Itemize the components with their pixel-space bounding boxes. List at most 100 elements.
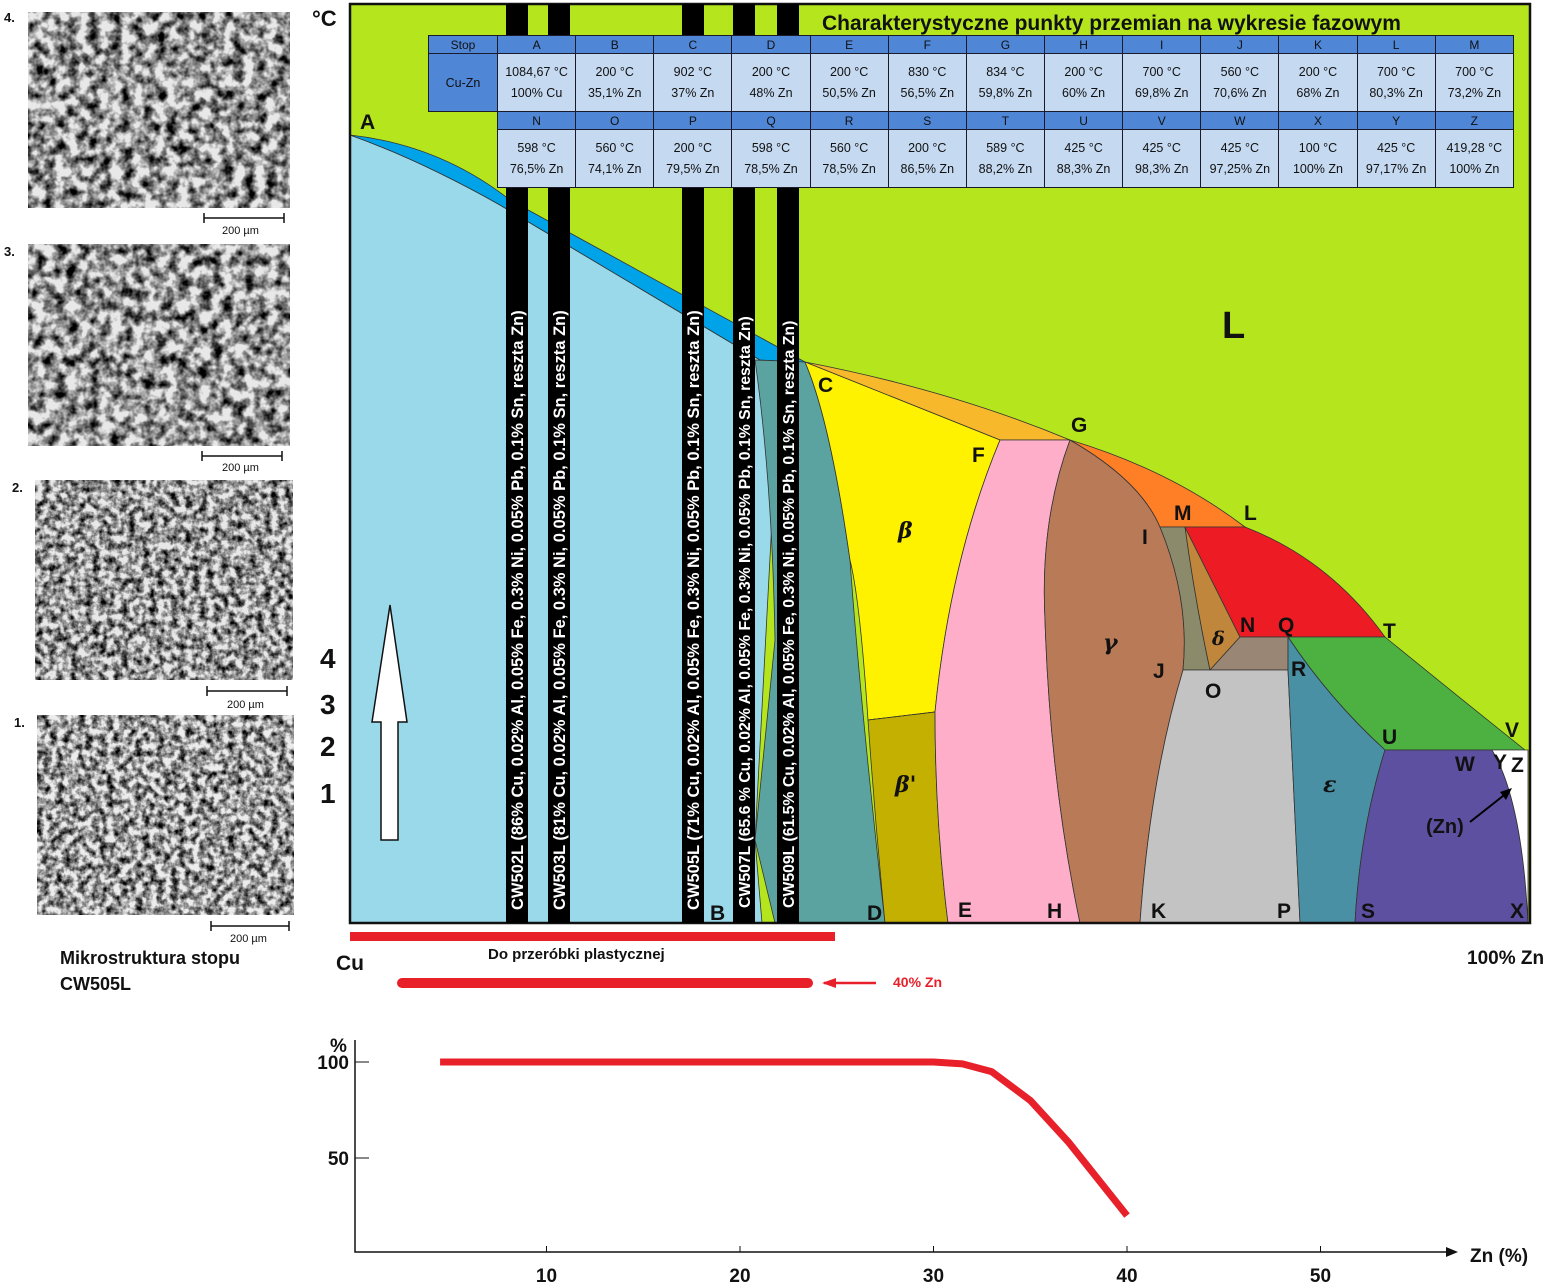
table-point-header: Z [1434, 111, 1515, 130]
point-f: F [972, 444, 985, 467]
table-alloy-cell: Cu-Zn [428, 53, 498, 112]
point-z: Z [1511, 754, 1524, 777]
point-composition: 69,8% Zn [1134, 85, 1189, 100]
alloy-bar-label: CW509L (61.5% Cu, 0.02% Al, 0.05% Fe, 0.… [781, 321, 798, 908]
point-composition: 97,25% Zn [1209, 161, 1271, 176]
point-temperature: 425 °C [1376, 140, 1416, 155]
point-w: W [1455, 753, 1475, 776]
point-temperature: 700 °C [1142, 64, 1181, 79]
table-point-header: V [1122, 111, 1202, 130]
scale-label: 200 µm [222, 462, 259, 474]
alloy-bars: CW502L (86% Cu, 0.02% Al, 0.05% Fe, 0.3%… [506, 4, 799, 923]
point-temperature: 560 °C [1220, 64, 1260, 79]
table-point-header: Q [731, 111, 811, 130]
table-point-header: D [731, 35, 811, 54]
point-temperature: 1084,67 °C [505, 64, 568, 79]
point-h: H [1047, 900, 1062, 923]
point-composition: 37% Zn [671, 85, 715, 100]
point-temperature: 200 °C [673, 140, 713, 155]
point-temperature: 598 °C [517, 140, 556, 155]
alloy-bar-cw509l [777, 4, 799, 923]
point-temperature: 200 °C [1064, 64, 1103, 79]
table-blank [429, 130, 498, 188]
plastic-working-bar [350, 932, 835, 941]
table-value-cell: 200 °C 79,5% Zn [653, 129, 733, 188]
point-b: B [710, 902, 725, 925]
point-temperature: 560 °C [829, 140, 869, 155]
x-tick-label: 10 [536, 1266, 557, 1285]
table-point-header: E [809, 35, 889, 54]
table-point-header: Y [1356, 111, 1436, 130]
point-composition: 59,8% Zn [978, 85, 1033, 100]
point-temperature: 100 °C [1298, 140, 1338, 155]
x-axis-arrow-icon [1446, 1247, 1458, 1257]
point-composition: 74,1% Zn [587, 161, 642, 176]
alloy-bar-label: CW505L (71% Cu, 0.02% Al, 0.05% Fe, 0.3%… [685, 310, 703, 910]
point-composition: 80,3% Zn [1369, 85, 1423, 100]
zn-arrow [1469, 791, 1509, 823]
level-label: 2 [320, 731, 336, 762]
scale-bars [201, 213, 290, 931]
point-temperature: 834 °C [986, 64, 1025, 79]
point-i: I [1142, 526, 1148, 549]
level-label: 3 [320, 689, 336, 720]
point-v: V [1505, 719, 1519, 742]
point-y: Y [1493, 751, 1507, 774]
delta-liquid-region [1184, 526, 1386, 638]
point-composition: 100% Zn [1449, 161, 1500, 176]
micrograph-caption: CW505L [60, 974, 131, 994]
table-point-header: K [1278, 35, 1358, 54]
micrograph-3 [28, 244, 290, 446]
table-point-header: L [1356, 35, 1436, 54]
point-temperature: 200 °C [829, 64, 869, 79]
micrograph-caption: Mikrostruktura stopu [60, 948, 240, 968]
point-c: C [818, 374, 833, 397]
scale-label: 200 µm [230, 933, 267, 945]
level-label: 4 [320, 643, 336, 674]
point-composition: 56,5% Zn [900, 85, 955, 100]
point-temperature: 200 °C [751, 64, 791, 79]
point-t: T [1383, 620, 1396, 643]
table-point-header: J [1200, 35, 1280, 54]
phase-label-delta: δ [1211, 628, 1225, 650]
point-composition: 68% Zn [1296, 85, 1340, 100]
x-tick-label: 40 [1116, 1266, 1137, 1285]
table-point-header: H [1043, 35, 1124, 54]
point-l: L [1244, 502, 1257, 525]
point-composition: 79,5% Zn [666, 161, 720, 176]
point-composition: 60% Zn [1062, 85, 1106, 100]
axis-right-label: 100% Zn [1467, 948, 1544, 969]
point-composition: 97,17% Zn [1365, 161, 1427, 176]
alloy-bar-cw503l [548, 4, 570, 923]
point-temperature: 425 °C [1142, 140, 1181, 155]
point-composition: 76,5% Zn [509, 161, 564, 176]
micrograph-label: 1. [14, 715, 25, 730]
table-point-header: C [653, 35, 733, 54]
point-composition: 48% Zn [749, 85, 793, 100]
table-point-header: X [1278, 111, 1358, 130]
alloy-bar-cw505l [682, 4, 704, 923]
table-point-header: U [1043, 111, 1124, 130]
scale-label: 200 µm [227, 699, 264, 711]
point-labels: A B C D E F G H I J K L M N O P Q R S T … [360, 111, 1524, 925]
table-point-header: M [1434, 35, 1515, 54]
point-temperature: 425 °C [1220, 140, 1260, 155]
alloy-bar-cw502l [506, 4, 528, 923]
micrograph-label: 3. [4, 244, 15, 259]
alloy-bar-cw507l [733, 4, 755, 923]
table-point-header: S [887, 111, 967, 130]
